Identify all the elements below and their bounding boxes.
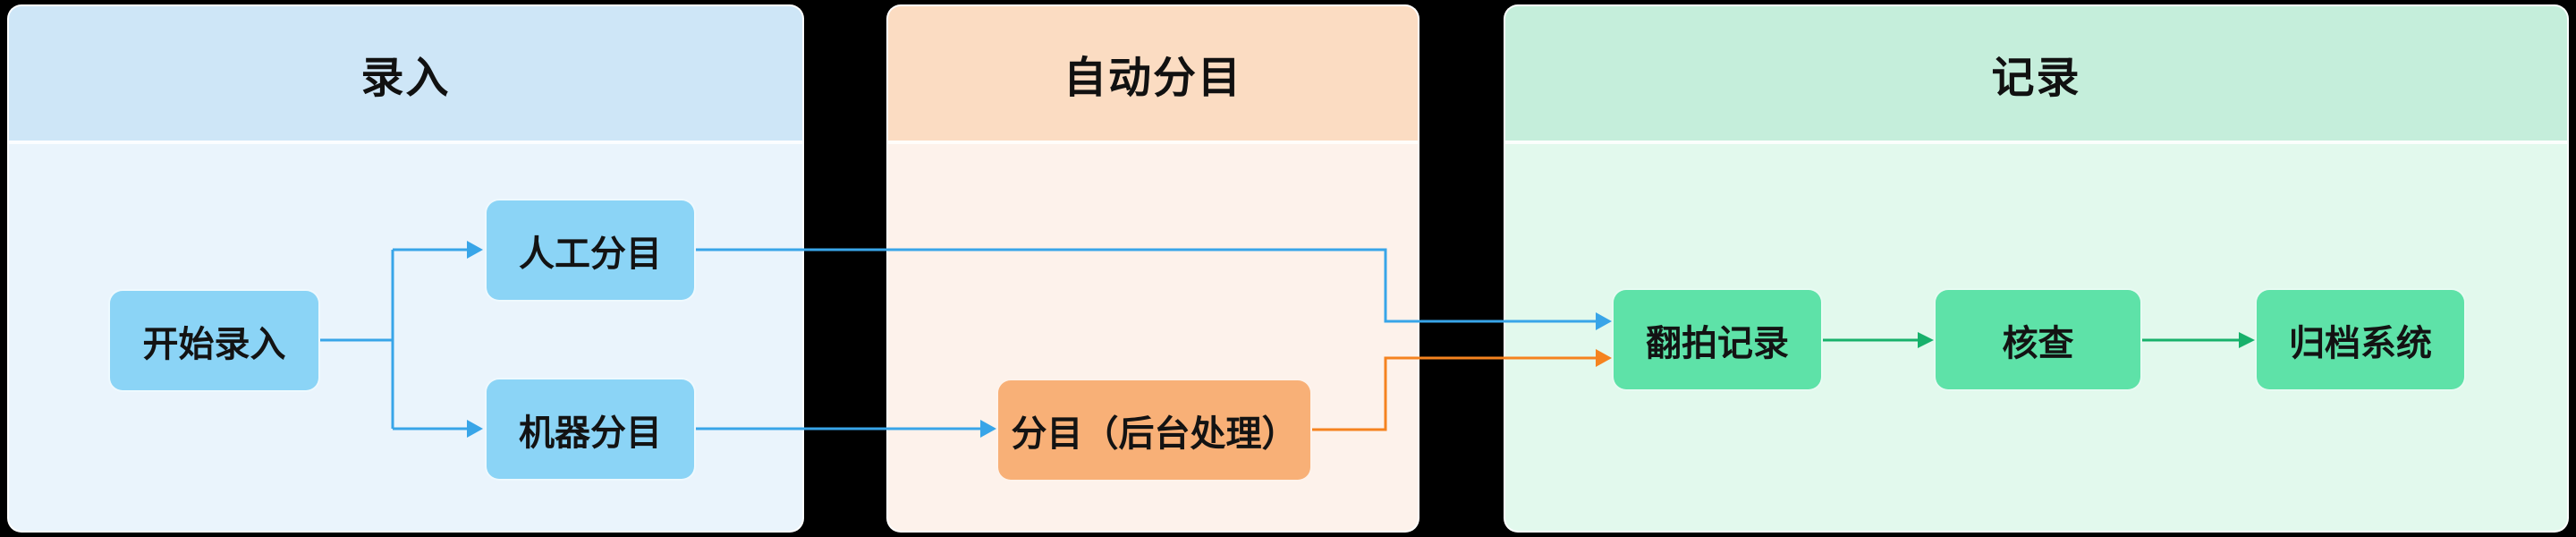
lane-auto-categorize-header: 自动分目 xyxy=(888,6,1418,144)
node-verify[interactable]: 核查 xyxy=(1934,288,2142,391)
node-manual-categorize[interactable]: 人工分目 xyxy=(485,199,696,302)
lane-record-title: 记录 xyxy=(1991,55,2081,102)
node-archive-system[interactable]: 归档系统 xyxy=(2255,288,2466,391)
lane-auto-categorize-title: 自动分目 xyxy=(1063,55,1242,102)
lane-entry-header: 录入 xyxy=(9,6,802,144)
node-categorize-background[interactable]: 分目（后台处理） xyxy=(996,379,1312,482)
lane-record: 记录 xyxy=(1504,4,2569,533)
node-start-entry[interactable]: 开始录入 xyxy=(108,289,320,392)
node-machine-categorize[interactable]: 机器分目 xyxy=(485,378,696,481)
node-reshoot-record[interactable]: 翻拍记录 xyxy=(1612,288,1823,391)
lane-entry-title: 录入 xyxy=(360,55,451,102)
lane-record-header: 记录 xyxy=(1505,6,2567,144)
